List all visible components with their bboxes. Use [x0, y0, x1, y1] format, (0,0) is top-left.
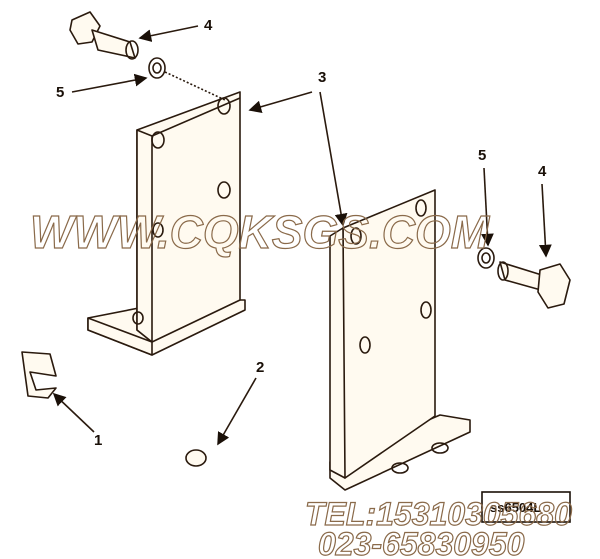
callout-4-left: 4	[204, 17, 213, 34]
bracket-right	[329, 189, 471, 491]
callout-5-right: 5	[478, 147, 486, 164]
washer-right	[477, 247, 495, 269]
washer-top-left	[148, 57, 166, 79]
callout-2: 2	[256, 359, 264, 376]
figure-tag-box	[481, 491, 571, 523]
bolt-top-left	[69, 11, 139, 60]
callout-3: 3	[318, 69, 326, 86]
callout-4-right: 4	[538, 163, 547, 180]
figure-tag: ss6504L	[490, 500, 541, 515]
bolt-right	[497, 261, 571, 309]
bracket-left	[87, 91, 246, 356]
watermark-phone: 023-65830950	[318, 526, 525, 559]
watermark-site: WWW.CQKSGS.COM	[30, 206, 491, 258]
plug-part-2	[185, 449, 207, 467]
callout-5-left: 5	[56, 84, 64, 101]
clip-part-1	[21, 351, 57, 399]
callout-1: 1	[94, 432, 102, 449]
callouts: 4 5 3 5 4 1 2	[52, 17, 552, 449]
watermark-tel: TEL:15310305680	[305, 496, 572, 532]
